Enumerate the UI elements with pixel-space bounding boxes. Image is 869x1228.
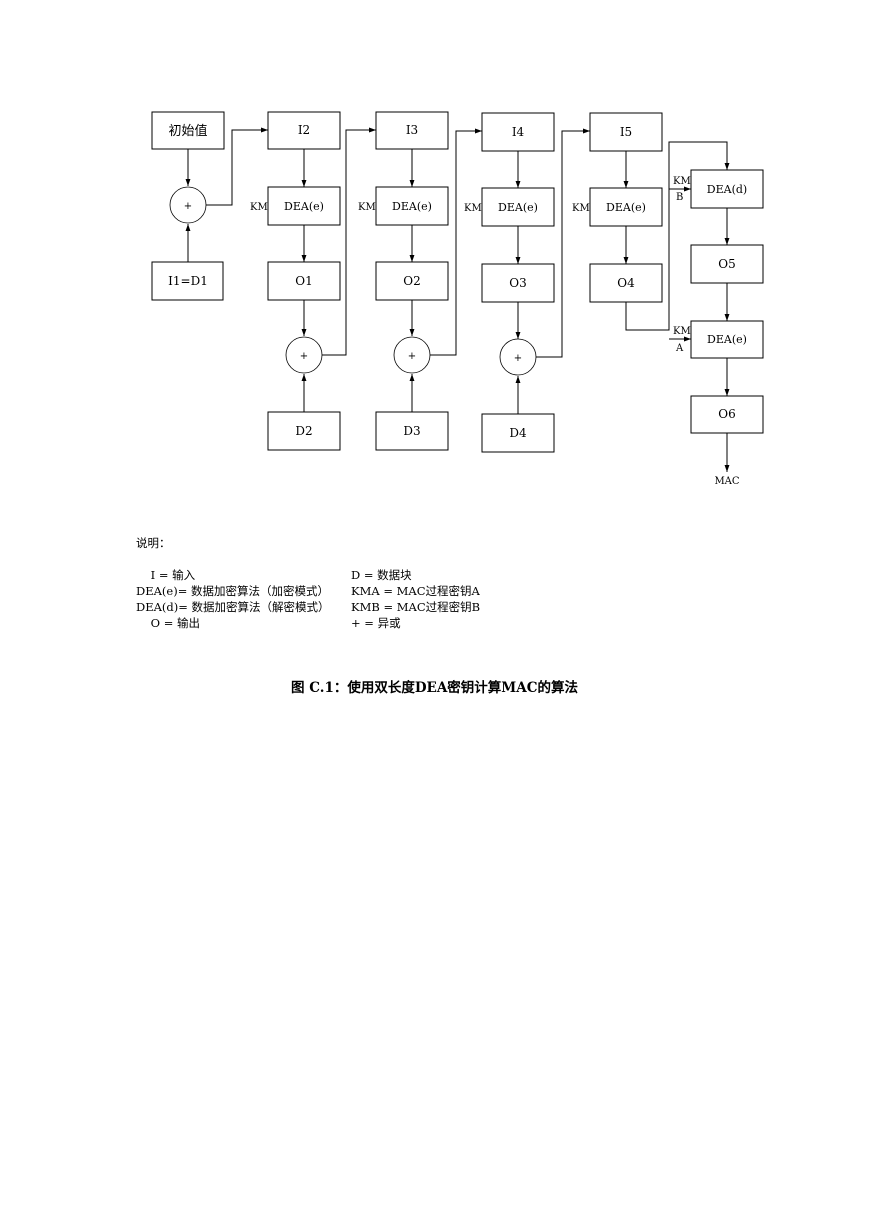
o1-box bbox=[267, 261, 341, 301]
kma-label-4: KMA bbox=[572, 203, 598, 214]
i5-label: I5 bbox=[620, 125, 632, 139]
o1-label: O1 bbox=[295, 274, 312, 288]
i3-label: I3 bbox=[406, 123, 418, 137]
legend-row-1-left: I = 输入 bbox=[136, 568, 196, 582]
xor-circle-2 bbox=[285, 336, 323, 374]
legend-row-1-right: D = 数据块 bbox=[351, 568, 412, 582]
i5-box bbox=[589, 112, 663, 152]
i2-label: I2 bbox=[298, 123, 310, 137]
kma-final-label-line2: A bbox=[675, 343, 684, 354]
dea-d-box bbox=[690, 169, 764, 209]
xor-symbol-4: + bbox=[514, 353, 522, 364]
xor-symbol-1: + bbox=[184, 201, 192, 212]
legend-row-2-right: KMA = MAC过程密钥A bbox=[351, 584, 480, 598]
kmb-label-line2: B bbox=[676, 192, 683, 203]
legend-row-2-left: DEA(e)= 数据加密算法（加密模式） bbox=[136, 584, 329, 598]
xor-circle-3 bbox=[393, 336, 431, 374]
legend-title: 说明： bbox=[136, 536, 171, 550]
i2-box bbox=[267, 111, 341, 150]
mac-output-label: MAC bbox=[714, 476, 739, 487]
i4-label: I4 bbox=[512, 125, 525, 139]
dea-e-box-4 bbox=[589, 187, 663, 227]
dea-e-box-1 bbox=[267, 186, 341, 226]
dea-e-label-2: DEA(e) bbox=[392, 200, 432, 213]
d4-label: D4 bbox=[509, 426, 527, 440]
o6-box bbox=[690, 395, 764, 434]
d3-box bbox=[375, 411, 449, 451]
xor-circle-4 bbox=[499, 338, 537, 376]
i1-d1-box bbox=[151, 261, 224, 301]
figure-caption: 图 C.1：使用双长度DEA密钥计算MAC的算法 bbox=[291, 680, 578, 696]
i3-box bbox=[375, 111, 449, 150]
initial-value-box bbox=[151, 111, 225, 150]
dea-e-box-3 bbox=[481, 187, 555, 227]
legend-row-4-right: + = 异或 bbox=[351, 616, 401, 630]
o2-label: O2 bbox=[403, 274, 420, 288]
d4-box bbox=[481, 413, 555, 453]
i1-d1-label: I1=D1 bbox=[168, 274, 208, 288]
o2-box bbox=[375, 261, 449, 301]
dea-e-label-1: DEA(e) bbox=[284, 200, 324, 213]
kma-label-2: KMA bbox=[358, 202, 384, 213]
kma-final-label-line1: KM bbox=[673, 326, 691, 337]
o5-box bbox=[690, 244, 764, 284]
xor-symbol-3: + bbox=[408, 351, 416, 362]
dea-e-label-3: DEA(e) bbox=[498, 201, 538, 214]
o3-label: O3 bbox=[509, 276, 526, 290]
connectors bbox=[185, 127, 730, 472]
dea-e-box-2 bbox=[375, 186, 449, 226]
o4-box bbox=[589, 263, 663, 303]
arrow-xor3-to-i4 bbox=[430, 128, 482, 356]
arrow-o4-to-dea-d bbox=[625, 141, 730, 331]
legend-row-3-right: KMB = MAC过程密钥B bbox=[351, 600, 481, 614]
o4-label: O4 bbox=[617, 276, 635, 290]
legend-row-3-left: DEA(d)= 数据加密算法（解密模式） bbox=[136, 600, 330, 614]
initial-value-label: 初始值 bbox=[168, 123, 207, 139]
arrow-xor4-to-i5 bbox=[536, 128, 590, 358]
arrow-xor1-to-i2 bbox=[206, 127, 268, 206]
kmb-label-line1: KM bbox=[673, 176, 691, 187]
xor-symbol-2: + bbox=[300, 351, 308, 362]
kma-label-1: KMA bbox=[250, 202, 276, 213]
legend-row-4-left: O = 输出 bbox=[136, 616, 200, 630]
xor-circle-1 bbox=[169, 186, 207, 224]
dea-e-box-5 bbox=[690, 320, 764, 359]
mac-algorithm-diagram: 初始值 + I1=D1 I2 KMA DEA(e) O1 + D2 I3 KMA… bbox=[151, 111, 764, 487]
dea-e-label-5: DEA(e) bbox=[707, 333, 747, 346]
d2-box bbox=[267, 411, 341, 451]
o3-box bbox=[481, 263, 555, 303]
o6-label: O6 bbox=[718, 407, 735, 421]
d3-label: D3 bbox=[403, 424, 420, 438]
dea-d-label: DEA(d) bbox=[707, 183, 747, 196]
o5-label: O5 bbox=[718, 257, 735, 271]
d2-label: D2 bbox=[295, 424, 312, 438]
i4-box bbox=[481, 112, 555, 152]
kma-label-3: KMA bbox=[464, 203, 490, 214]
dea-e-label-4: DEA(e) bbox=[606, 201, 646, 214]
arrow-xor2-to-i3 bbox=[322, 127, 376, 356]
